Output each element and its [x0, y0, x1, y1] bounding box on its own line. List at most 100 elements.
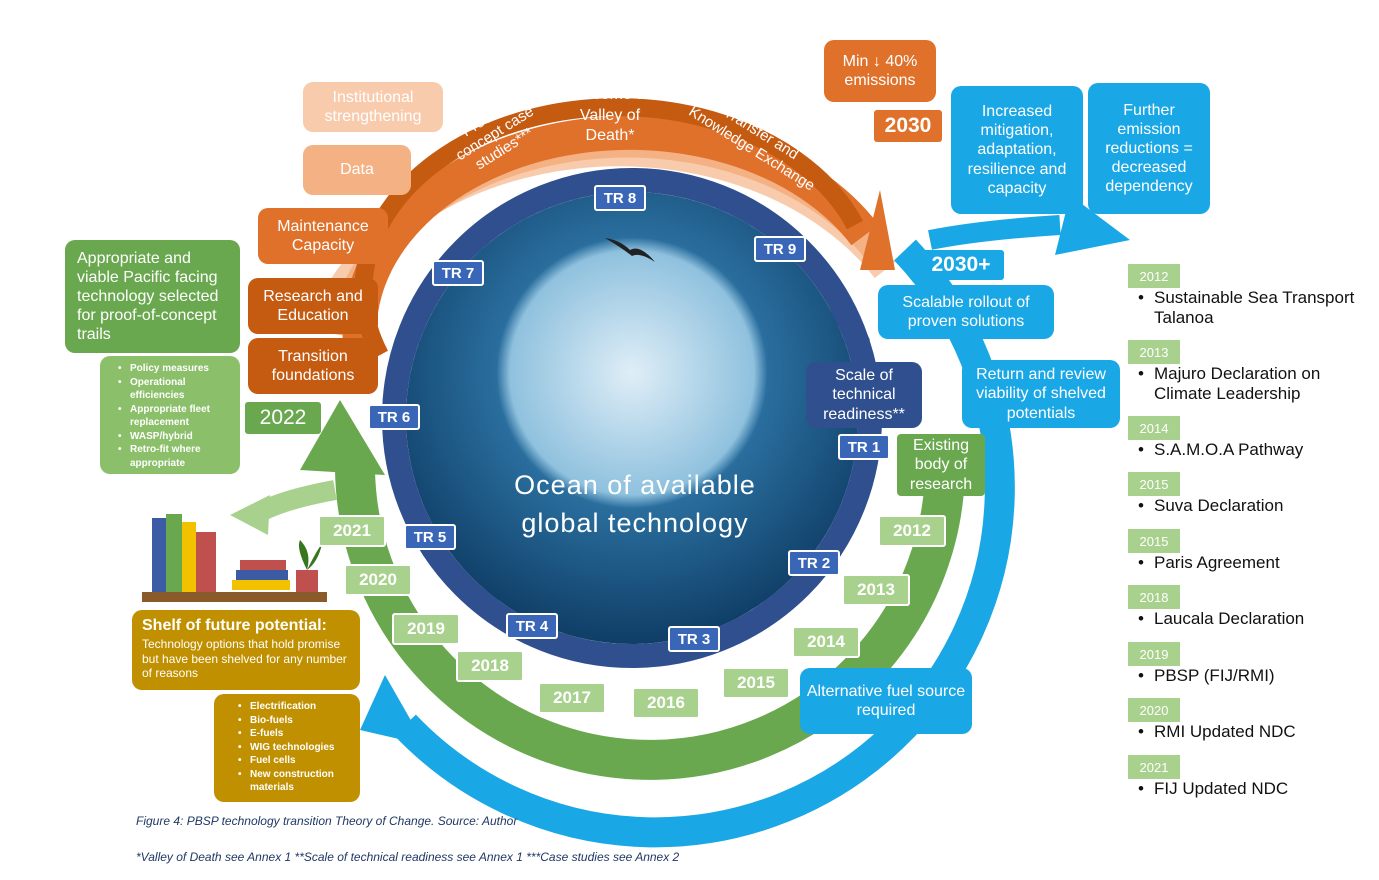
shelf-item: Electrification [238, 700, 352, 714]
book-stack-1 [232, 580, 290, 590]
legend-item-2020: RMI Updated NDC [1138, 722, 1368, 743]
legend-item-2015a: Suva Declaration [1138, 496, 1368, 517]
maintenance-capacity-box: Maintenance Capacity [258, 208, 388, 264]
green-arc [335, 459, 966, 781]
return-review-box: Return and review viability of shelved p… [962, 360, 1120, 428]
rdd-label: RD&D to overcome the Valley of Death* [548, 64, 672, 147]
policy-item: WASP/hybrid [118, 430, 232, 444]
scalable-rollout-box: Scalable rollout of proven solutions [878, 285, 1054, 339]
further-emission-box: Further emission reductions = decreased … [1088, 83, 1210, 214]
arc-year-2015: 2015 [722, 667, 790, 699]
book-stack-3 [240, 560, 286, 570]
shelf-item: New construction materials [238, 768, 352, 795]
bird-icon [605, 238, 655, 262]
cyan-up-arrow-line [928, 215, 1061, 250]
book-stack-2 [236, 570, 288, 580]
rdd-line-3: Valley of [579, 106, 641, 124]
arc-year-2013: 2013 [842, 574, 910, 606]
legend-year-2014: 2014 [1128, 416, 1180, 440]
rdd-line-4: Death* [585, 127, 635, 145]
institutional-strengthening-box: Institutional strengthening [303, 82, 443, 132]
tr-8-label: TR 8 [594, 185, 646, 211]
rdd-line-1: RD&D to [578, 65, 642, 82]
navy-arrowhead [820, 300, 870, 340]
policy-item: Operational efficiencies [118, 376, 232, 403]
tr-2-label: TR 2 [788, 550, 840, 576]
green-arrowhead [300, 400, 385, 475]
year-2022-badge: 2022 [245, 402, 321, 434]
shelf-description: Technology options that hold promise but… [142, 637, 347, 680]
legend-year-2020: 2020 [1128, 698, 1180, 722]
tr-3-label: TR 3 [668, 626, 720, 652]
scale-technical-readiness-box: Scale of technical readiness** [806, 362, 922, 428]
shelf-items-list: Electrification Bio-fuels E-fuels WIG te… [214, 694, 360, 802]
ocean-circle [406, 192, 858, 644]
tr-1-label: TR 1 [838, 434, 890, 460]
cyan-arrowhead [360, 675, 425, 745]
shelf-item: Bio-fuels [238, 714, 352, 728]
policy-item: Retro-fit where appropriate [118, 443, 232, 470]
alternative-fuel-box: Alternative fuel source required [800, 668, 972, 734]
research-education-box: Research and Education [248, 278, 378, 334]
appropriate-technology-box: Appropriate and viable Pacific facing te… [65, 240, 240, 353]
legend-year-2015a: 2015 [1128, 472, 1180, 496]
footnote-caption: *Valley of Death see Annex 1 **Scale of … [136, 850, 680, 864]
legend-year-2019: 2019 [1128, 642, 1180, 666]
plant-icon [298, 540, 322, 570]
legend-year-2013: 2013 [1128, 340, 1180, 364]
policy-item: Policy measures [118, 362, 232, 376]
tr-4-label: TR 4 [506, 613, 558, 639]
arc-year-2012: 2012 [878, 515, 946, 547]
transition-foundations-box: Transition foundations [248, 338, 378, 394]
shelf-title: Shelf of future potential: [142, 617, 327, 634]
shelf-item: Fuel cells [238, 754, 352, 768]
tr-6-label: TR 6 [368, 404, 420, 430]
tr-7-label: TR 7 [432, 260, 484, 286]
legend-item-2019: PBSP (FIJ/RMI) [1138, 666, 1368, 687]
emissions-target-box: Min ↓ 40% emissions [824, 40, 936, 102]
legend-item-2015b: Paris Agreement [1138, 553, 1368, 574]
arc-year-2017: 2017 [538, 682, 606, 714]
policy-measures-list: Policy measures Operational efficiencies… [100, 356, 240, 474]
tr-9-label: TR 9 [754, 236, 806, 262]
legend-item-2014: S.A.M.O.A Pathway [1138, 440, 1368, 461]
legend-year-2021: 2021 [1128, 755, 1180, 779]
legend-item-2013: Majuro Declaration on Climate Leadership [1138, 364, 1368, 405]
book-2 [166, 514, 182, 592]
increased-mitigation-box: Increased mitigation, adaptation, resili… [951, 86, 1083, 214]
orange-arc-inner [354, 98, 863, 360]
policy-item: Appropriate fleet replacement [118, 403, 232, 430]
data-box: Data [303, 145, 411, 195]
legend-item-2021: FIJ Updated NDC [1138, 779, 1368, 800]
arc-year-2021: 2021 [318, 515, 386, 547]
legend-year-2012: 2012 [1128, 264, 1180, 288]
arc-year-2019: 2019 [392, 613, 460, 645]
arc-year-2018: 2018 [456, 650, 524, 682]
book-4 [196, 532, 216, 592]
arc-year-2016: 2016 [632, 687, 700, 719]
legend-year-2018: 2018 [1128, 585, 1180, 609]
legend-item-2018: Laucala Declaration [1138, 609, 1368, 630]
plant-pot [296, 570, 318, 592]
shelf-board [142, 592, 327, 602]
ocean-title-line2: global technology [521, 507, 749, 538]
tr-5-label: TR 5 [404, 524, 456, 550]
year-2030-badge: 2030 [874, 110, 942, 142]
existing-body-research-box: Existing body of research [897, 434, 985, 496]
rdd-line-2: overcome the [561, 85, 659, 103]
ocean-title-line1: Ocean of available [514, 469, 756, 500]
year-2030-plus-badge: 2030+ [918, 250, 1004, 280]
orange-arrowhead [860, 190, 895, 270]
lightgreen-arrowhead [230, 495, 270, 535]
shelf-item: WIG technologies [238, 741, 352, 755]
book-1 [152, 518, 166, 592]
arc-year-2014: 2014 [792, 626, 860, 658]
legend-item-2012: Sustainable Sea Transport Talanoa [1138, 288, 1368, 329]
figure-caption: Figure 4: PBSP technology transition The… [136, 814, 518, 828]
shelf-item: E-fuels [238, 727, 352, 741]
shelf-future-potential-box: Shelf of future potential: Technology op… [132, 610, 360, 690]
legend-year-2015b: 2015 [1128, 529, 1180, 553]
book-3 [182, 522, 196, 592]
arc-year-2020: 2020 [344, 564, 412, 596]
